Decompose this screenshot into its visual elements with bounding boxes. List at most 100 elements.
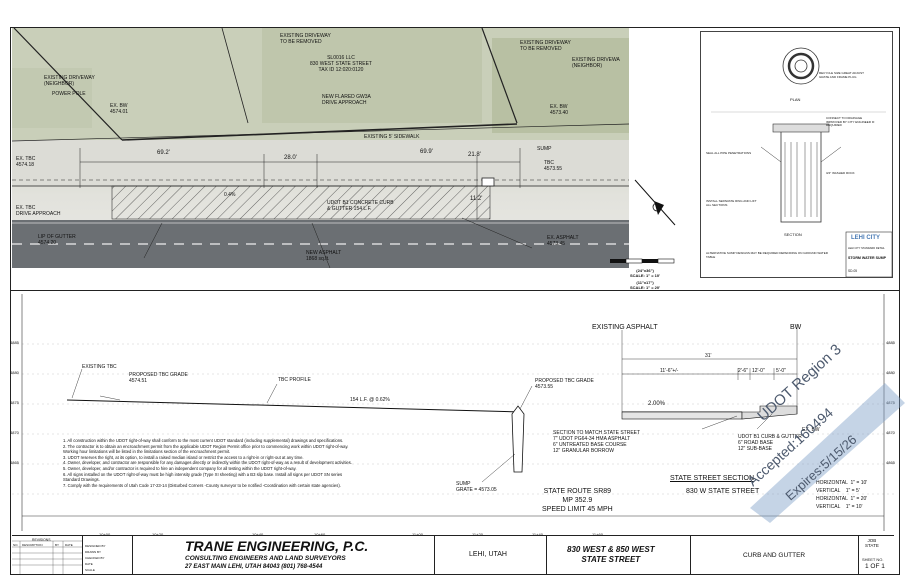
dim-31: 31': [705, 353, 712, 359]
label-section-ex-bw: EX. BW: [802, 427, 820, 433]
dim-5-0: 5'-0": [776, 368, 786, 374]
drawn-by-table: DESIGNED BY DRAWN BY CHECKED BY DATE SCA…: [82, 536, 132, 574]
note-7: 7. Comply with the requirements of Utah …: [63, 482, 341, 488]
label-ex-bw-left: EX. BW 4574.01: [110, 103, 129, 115]
label-existing-tbc: EXISTING TBC: [82, 364, 117, 370]
sheet-label: SHEET NO.: [862, 557, 884, 562]
label-proposed-tbc-left: PROPOSED TBC GRADE 4574.51: [129, 372, 188, 384]
section-divider: [10, 290, 900, 291]
label-new-flared: NEW FLARED GW3A DRIVE APPROACH: [322, 94, 371, 106]
project-cell: 830 WEST & 850 WEST STATE STREET: [546, 536, 690, 574]
detail-city: LEHI CITY: [851, 235, 881, 241]
note-3: 3. UDOT reserves the right, at its optio…: [63, 454, 304, 460]
scale-bar-icon: [610, 258, 675, 264]
stamp-shape: [750, 383, 905, 523]
sheet-title: CURB AND GUTTER: [743, 552, 806, 559]
drawn-scale: SCALE: [85, 568, 95, 572]
label-section-title: STATE STREET SECTION: [670, 475, 755, 482]
station-0: 10+00: [99, 532, 111, 537]
detail-city-sub: LEHI CITY STANDARD DETAIL: [848, 247, 885, 250]
label-lip-of-gutter: LIP OF GUTTER 4574.20: [38, 234, 76, 246]
elev-2: 4875: [10, 400, 19, 405]
sheet-title-cell: CURB AND GUTTER: [690, 536, 858, 574]
label-section-slope: 2.00%: [648, 401, 666, 407]
profile-linework: [12, 294, 894, 531]
label-existing-driveway-removed-left: EXISTING DRIVEWAY TO BE REMOVED: [280, 33, 331, 45]
label-section-scales: HORIZONTAL 1" = 10' VERTICAL 1" = 5' HOR…: [816, 480, 868, 510]
dim-12-0: 12'-0": [752, 368, 765, 374]
drawn-checked: CHECKED BY: [85, 556, 105, 560]
detail-note-c: 3/4" WASHED ROCK: [826, 171, 855, 175]
detail-number: SD-05: [848, 269, 858, 273]
dim-11-2: 11.2': [470, 196, 483, 202]
elev-right-2: 4875: [886, 400, 895, 405]
station-5: 11+20: [472, 532, 483, 537]
detail-note-f: ALTERNATIVE SUMP DESIGNS MAY BE REQUIRED…: [706, 251, 828, 259]
label-existing-asphalt: EXISTING ASPHALT: [592, 324, 658, 331]
label-tbc-profile: TBC PROFILE: [278, 377, 311, 383]
city-cell: LEHI, UTAH: [434, 536, 546, 574]
label-existing-driveway-neighbor-left: EXISTING DRIVEWAY (NEIGHBOR): [44, 75, 95, 87]
label-route: STATE ROUTE SR89 MP 352.9 SPEED LIMIT 45…: [542, 488, 613, 513]
detail-title: STORM WATER SUMP: [848, 256, 887, 260]
general-notes: 1. All construction within the UDOT righ…: [63, 438, 353, 488]
dim-69-2: 69.2': [157, 150, 170, 156]
plan-linework: [12, 28, 629, 268]
label-existing-driveway-removed-right: EXISTING DRIVEWAY TO BE REMOVED: [520, 40, 571, 52]
revisions-grid: [12, 540, 82, 574]
label-udot-curb: UDOT B1 CONCRETE CURB & GUTTER 154 L.F.: [327, 200, 394, 212]
label-grade: 154 L.F. @ 0.62%: [350, 397, 390, 403]
label-sump-grate: SUMP GRATE = 4573.05: [456, 481, 497, 493]
dim-28-0: 28.0': [284, 155, 297, 161]
dim-21-8: 21.8': [468, 152, 481, 158]
label-section-match: SECTION TO MATCH STATE STREET 7" UDOT PG…: [553, 430, 641, 454]
label-existing-sidewalk: EXISTING 5' SIDEWALK: [364, 134, 420, 140]
label-ex-tbc-drive: EX. TBC DRIVE APPROACH: [16, 205, 61, 217]
elev-right-0: 4885: [886, 340, 895, 345]
station-3: 10+60: [314, 532, 326, 537]
note-4: 4. Owner, developer, and contractor are …: [63, 460, 352, 466]
dim-11-6: 11'-6"+/-: [660, 368, 679, 374]
elev-0: 4885: [10, 340, 19, 345]
note-2: 2. The contractor is to obtain an encroa…: [63, 443, 349, 455]
elev-right-1: 4880: [886, 370, 895, 375]
rev-col-by: BY: [55, 543, 60, 547]
label-slope: 0.4%: [224, 192, 236, 198]
north-arrow-icon: [634, 179, 676, 226]
firm-name: TRANE ENGINEERING, P.C.: [185, 538, 369, 554]
elev-right-4: 4865: [886, 460, 895, 465]
note-1: 1. All construction within the UDOT righ…: [63, 438, 344, 443]
note-6: 6. All signs installed on the UDOT right…: [63, 471, 343, 483]
drawn-designed: DESIGNED BY: [85, 544, 106, 548]
drawn-date: DATE: [85, 562, 93, 566]
sheet-number: 1 OF 1: [865, 563, 885, 570]
label-scale-v: (11"x17") SCALE: 1" = 20': [630, 280, 661, 290]
revisions-table: REVISIONS NO. DESCRIPTION BY DATE: [12, 536, 82, 574]
dim-2-6: 2'-6": [738, 368, 748, 374]
label-section-subtitle: 830 W STATE STREET: [686, 488, 760, 495]
label-existing-driveway-neighbor-right: EXISTING DRIVEWA (NEIGHBOR): [572, 57, 620, 69]
note-5: 5. Owner, developer, and/or contractor i…: [63, 465, 297, 471]
storm-water-sump-detail: PLAN SECTION RECYCLE SIZE GREAT ADJUST G…: [700, 31, 893, 278]
title-block: REVISIONS NO. DESCRIPTION BY DATE DESIGN…: [12, 535, 894, 574]
station-6: 11+40: [532, 532, 543, 537]
city-name: LEHI, UTAH: [469, 551, 507, 558]
profile-grid: 4885 4880 4875 4870 4865 4885 4880 4875 …: [10, 294, 895, 537]
label-power-pole: POWER POLE: [52, 91, 86, 97]
label-scale-h: (24"x36") SCALE: 1" = 10': [630, 268, 661, 278]
label-bw: BW: [790, 324, 802, 331]
label-owner: SL0016 LLC 830 WEST STATE STREET TAX ID …: [310, 55, 372, 73]
label-tbc-right: TBC 4573.55: [544, 160, 563, 172]
detail-plan-label: PLAN: [790, 97, 801, 102]
label-proposed-tbc-right: PROPOSED TBC GRADE 4573.55: [535, 378, 594, 390]
station-1: 10+20: [152, 532, 164, 537]
dim-69-9: 69.9': [420, 149, 433, 155]
firm-address: 27 EAST MAIN LEHI, UTAH 84043 (801) 768-…: [185, 564, 323, 570]
elev-3: 4870: [10, 430, 19, 435]
detail-note-e: INSTALL SEPARATE RING AND LIFT ALL SECTI…: [706, 199, 757, 207]
job-label: JOB STATE: [865, 538, 879, 548]
project-name: 830 WEST & 850 WEST STATE STREET: [567, 545, 655, 564]
station-7: 11+60: [592, 532, 603, 537]
aerial-plan-view: EXISTING DRIVEWAY (NEIGHBOR) EXISTING DR…: [12, 28, 629, 268]
detail-note-b: CONNECT TO DRAINAGE IMPROVED BY CITY ENG…: [826, 116, 875, 127]
